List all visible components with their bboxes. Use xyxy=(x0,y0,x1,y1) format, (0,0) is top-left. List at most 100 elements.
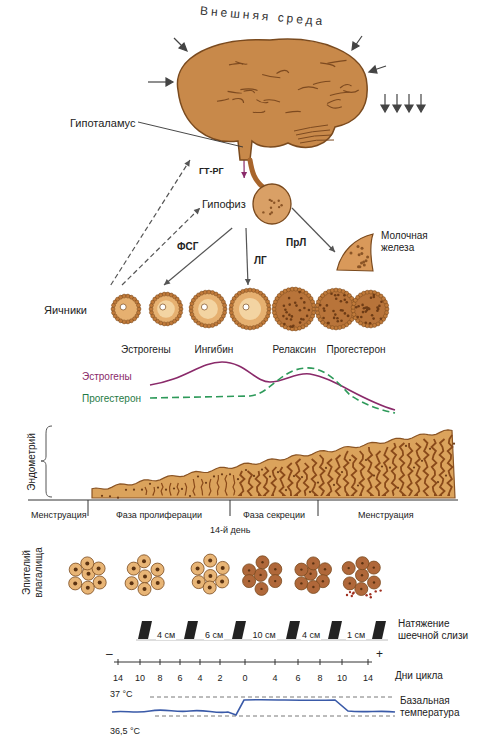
epithelial-cell xyxy=(203,581,216,594)
text-slot: Эстрогены xyxy=(121,339,171,357)
text-slot: Базальная температура xyxy=(400,695,472,718)
endometrial-gland xyxy=(352,455,357,495)
luteal-cell xyxy=(369,322,372,325)
text-slot: 14 xyxy=(113,667,123,685)
phase-label: Менструация xyxy=(358,510,414,520)
text-slot: 6 xyxy=(296,667,301,685)
cell-nucleus xyxy=(208,574,212,578)
cell-debris xyxy=(352,592,354,594)
follicle xyxy=(230,289,270,329)
axis-number: 4 xyxy=(198,673,203,683)
epithelial-cell xyxy=(138,555,151,568)
oocyte xyxy=(160,304,166,310)
stroma-cell xyxy=(149,483,151,485)
endometrial-gland xyxy=(209,479,211,495)
luteal-cell xyxy=(308,309,311,312)
text-slot: 10 xyxy=(337,667,347,685)
granulosa-cell xyxy=(312,303,316,307)
brain-gyrus xyxy=(320,63,335,67)
endometrial-gland xyxy=(272,467,277,495)
endometrial-gland xyxy=(201,479,203,495)
connector-arrow xyxy=(245,228,251,285)
cell-nucleus xyxy=(208,559,212,563)
luteal-cell xyxy=(299,321,302,324)
cell-nucleus xyxy=(373,566,375,568)
oocyte xyxy=(243,304,249,310)
text-slot: 10 xyxy=(135,667,145,685)
mucus-row xyxy=(136,621,388,640)
ovary-shape xyxy=(108,285,388,331)
cell-nucleus xyxy=(300,582,302,584)
epithelial-cell xyxy=(295,577,308,590)
epithelial-cell xyxy=(81,581,94,594)
luteal-cell xyxy=(333,317,336,320)
axis-number: 14 xyxy=(363,673,373,683)
cell-debris xyxy=(349,591,351,593)
epithelial-cell xyxy=(93,576,106,589)
luteal-cell xyxy=(323,307,326,310)
brain-gyrus xyxy=(232,99,243,104)
endometrial-gland xyxy=(376,451,381,495)
stroma-cell xyxy=(141,489,143,491)
epithelial-cell xyxy=(216,561,229,574)
hormone-label: Эстрогены xyxy=(121,344,171,356)
endometrial-gland xyxy=(360,451,365,495)
granulosa-cell xyxy=(334,288,338,292)
axis-tick xyxy=(298,659,299,665)
follicle xyxy=(112,295,140,323)
granulosa-cell xyxy=(122,294,126,298)
stroma-cell xyxy=(237,478,239,480)
connector-arrow xyxy=(111,160,190,285)
epithelial-cell xyxy=(191,562,204,575)
luteal-cell xyxy=(371,314,374,317)
stroma-cell xyxy=(405,445,407,447)
phase-line xyxy=(28,500,458,501)
follicle xyxy=(316,289,356,329)
phase-label: Менструация xyxy=(31,510,87,520)
cell-nucleus xyxy=(132,567,136,571)
endometrial-gland xyxy=(264,467,269,495)
epithelium-cells xyxy=(69,554,382,598)
stroma-cell xyxy=(445,475,447,477)
luteal-cell xyxy=(370,297,373,300)
brain-gyrus xyxy=(253,111,265,113)
brain-gyrus xyxy=(285,111,300,112)
pituitary-dot xyxy=(269,213,271,215)
brain-gyrus xyxy=(277,70,289,73)
luteal-cell xyxy=(285,311,288,314)
oocyte xyxy=(120,304,126,310)
endometrial-gland xyxy=(240,471,245,495)
mucus-mark xyxy=(138,621,152,639)
edge-label: ЛГ xyxy=(253,255,268,267)
stroma-cell xyxy=(173,487,175,489)
granulosa-cell xyxy=(351,305,355,309)
cell-nucleus xyxy=(312,586,314,588)
axis-number: 10 xyxy=(337,673,347,683)
endometrial-gland xyxy=(336,455,341,495)
out-arrow-head xyxy=(393,105,401,112)
granulosa-cell xyxy=(267,303,271,307)
epithelial-cell xyxy=(243,575,256,588)
stroma-cell xyxy=(285,489,287,491)
cerebellum-fold xyxy=(298,135,332,139)
luteal-cell xyxy=(334,294,337,297)
epithelial-cell xyxy=(356,569,369,582)
endometrium-tissue xyxy=(92,430,455,499)
brain-illustration: Гипоталамус xyxy=(170,35,370,160)
luteal-cell xyxy=(334,313,337,316)
cell-nucleus xyxy=(87,572,91,576)
epithelial-cell xyxy=(269,575,282,588)
cerebellum-fold xyxy=(300,140,334,143)
axis-tick xyxy=(342,659,343,665)
granulosa-cell xyxy=(267,307,271,311)
axis-tick xyxy=(118,659,119,665)
endometrial-gland xyxy=(424,439,429,495)
granulosa-cell xyxy=(315,311,319,315)
epithelial-cell xyxy=(254,568,267,581)
granulosa-cell xyxy=(207,290,211,294)
granulosa-cell xyxy=(211,323,215,327)
axis-tick xyxy=(160,659,161,665)
hormone-chart xyxy=(150,362,395,413)
epithelial-cell xyxy=(139,570,152,583)
